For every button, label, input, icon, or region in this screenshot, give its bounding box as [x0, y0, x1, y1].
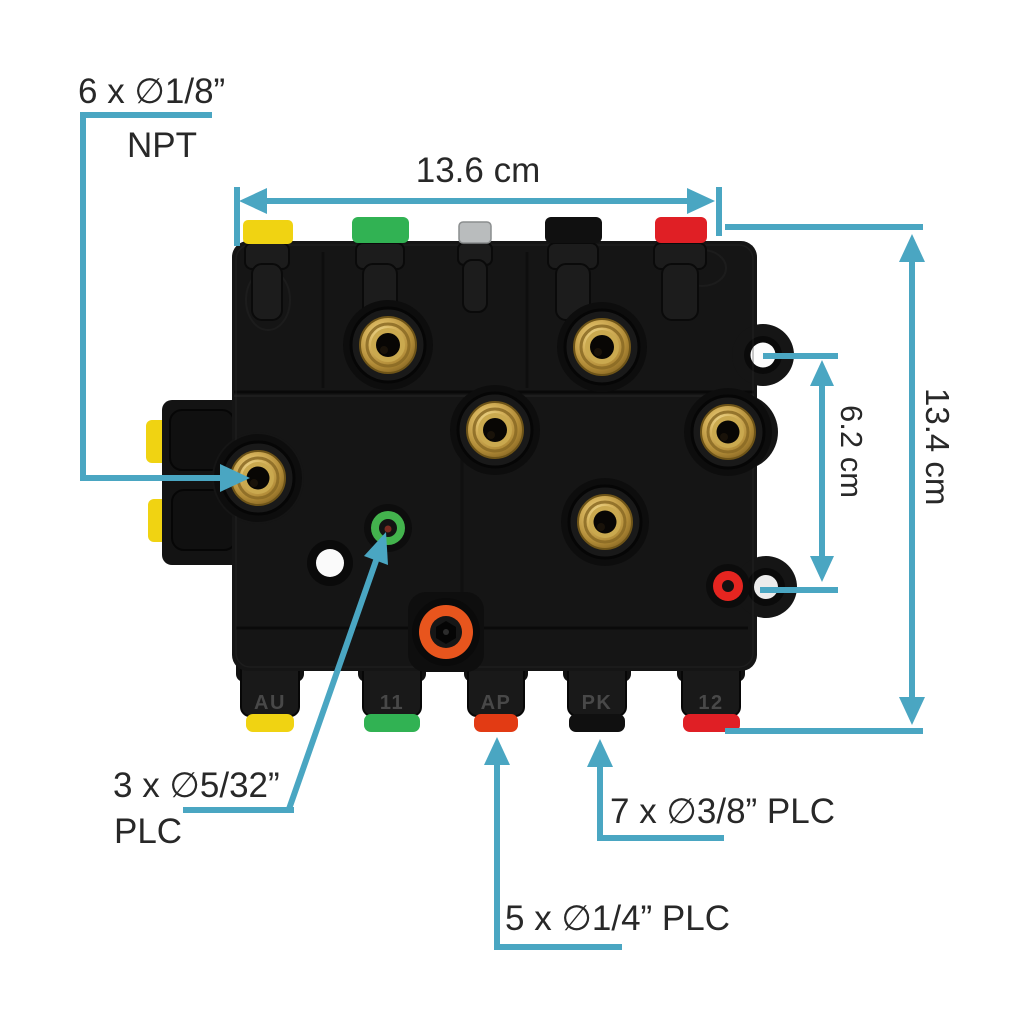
- top-cap-black: [545, 217, 602, 243]
- top-cap-green: [352, 217, 409, 243]
- red-port: [706, 564, 750, 608]
- bottom-port-label-12: 12: [698, 692, 723, 714]
- small-face-ports: [307, 504, 750, 672]
- dimension-arrowheads: [220, 188, 925, 767]
- brass-port-3: [450, 385, 540, 475]
- through-hole: [307, 540, 353, 586]
- bottom-cap-black: [569, 714, 625, 732]
- top-cap-red: [655, 217, 707, 243]
- dimension-lines: [80, 112, 923, 950]
- left-side-fittings: [146, 400, 242, 565]
- brass-port-4: [684, 388, 772, 476]
- mount-hole-dimension-label: 6.2 cm: [834, 405, 869, 499]
- callout-1-4-line: [494, 753, 622, 950]
- npt-label-line2: NPT: [127, 126, 197, 165]
- orange-plug-fitting: [408, 592, 484, 672]
- npt-arrowhead: [220, 464, 250, 492]
- bottom-cap-yellow: [246, 714, 294, 732]
- label-3-8: 7 x ∅3/8” PLC: [610, 792, 836, 831]
- width-dimension-label: 13.6 cm: [415, 151, 541, 190]
- ap-arrowhead: [484, 737, 510, 765]
- brass-port-6: [561, 478, 649, 566]
- bottom-port-label-11: 11: [380, 692, 404, 714]
- brass-port-2: [557, 302, 647, 392]
- label-5-32-line2: PLC: [114, 812, 183, 851]
- callout-5-32-line: [286, 554, 381, 810]
- bottom-port-label-ap: AP: [481, 692, 512, 714]
- bottom-cap-green: [364, 714, 420, 732]
- pk-arrowhead: [587, 739, 613, 767]
- label-1-4: 5 x ∅1/4” PLC: [505, 899, 731, 938]
- brass-port-1: [343, 300, 433, 390]
- green-port: [364, 504, 412, 552]
- npt-callout-line: [80, 112, 226, 481]
- bottom-port-label-au: AU: [254, 692, 286, 714]
- brass-ports: [214, 300, 772, 566]
- top-cap-silver: [458, 221, 492, 244]
- top-cap-yellow: [243, 220, 293, 244]
- brass-port-5: [214, 434, 302, 522]
- bottom-cap-red: [683, 714, 740, 732]
- npt-label-line1: 6 x ∅1/8”: [78, 72, 226, 111]
- bottom-cap-orange: [474, 714, 518, 732]
- label-5-32-line1: 3 x ∅5/32”: [113, 766, 280, 805]
- callout-3-8-line: [597, 753, 724, 841]
- green-port-arrowhead: [364, 532, 388, 565]
- bottom-port-label-pk: PK: [582, 692, 613, 714]
- height-dimension-label: 13.4 cm: [919, 388, 956, 506]
- top-port-caps: [243, 217, 707, 244]
